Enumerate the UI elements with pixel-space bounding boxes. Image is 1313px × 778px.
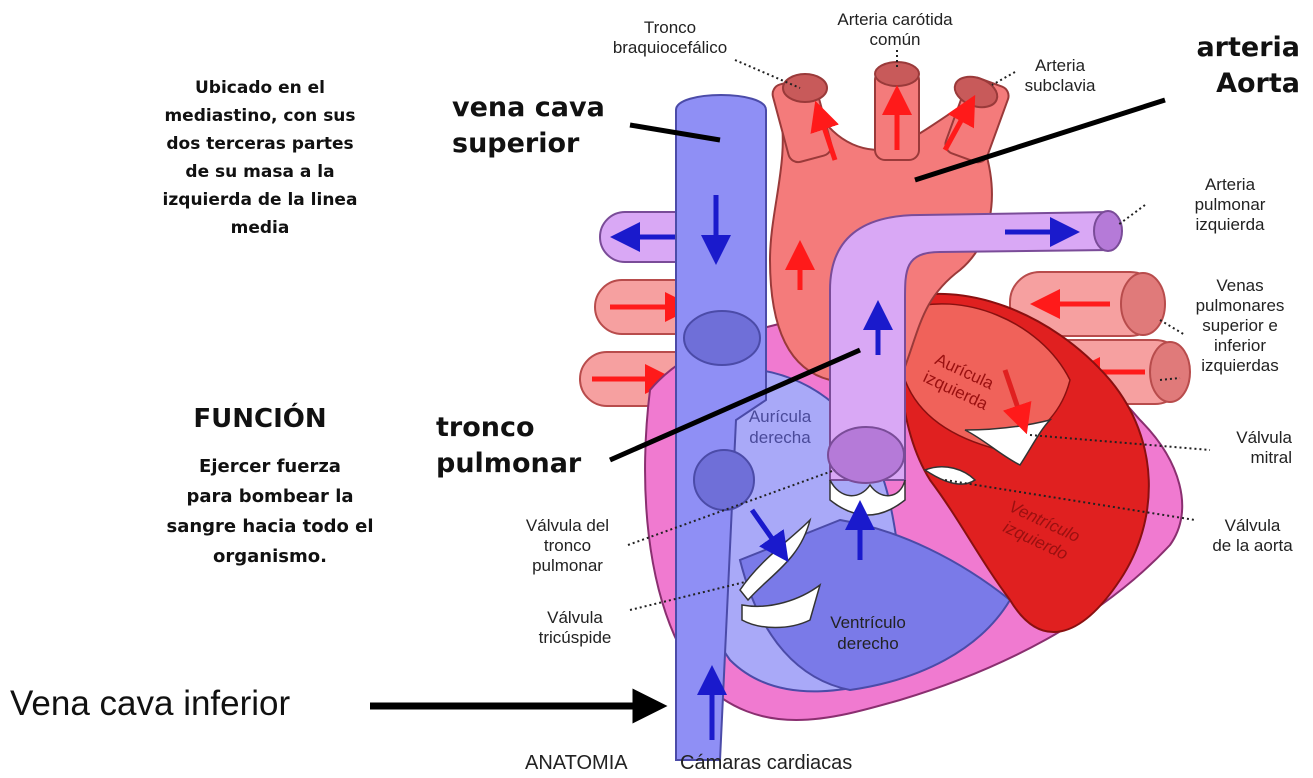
function-description: Ejercer fuerza para bombear la sangre ha… (120, 452, 420, 572)
label-arteria-subclavia: Arteria subclavia (1005, 56, 1115, 96)
label-valvula-tronco-pulmonar: Válvula del tronco pulmonar (505, 516, 630, 576)
caption-anatomia: ANATOMIA (525, 752, 628, 775)
label-tronco-pulmonar: tronco pulmonar (436, 410, 581, 482)
label-vena-cava-inferior: Vena cava inferior (10, 684, 290, 724)
label-valvula-tricuspide: Válvula tricúspide (520, 608, 630, 648)
label-tronco-braquiocefalico: Tronco braquiocefálico (595, 18, 745, 58)
label-arteria-carotida: Arteria carótida común (800, 10, 990, 50)
label-venas-pulmonares: Venas pulmonares superior e inferior izq… (1170, 276, 1310, 376)
caption-camaras: Cámaras cardiacas (680, 752, 852, 775)
label-ventriculo-derecho: Ventrículo derecho (808, 612, 928, 654)
location-description: Ubicado en el mediastino, con sus dos te… (120, 74, 400, 242)
label-arteria-pulmonar-izquierda: Arteria pulmonar izquierda (1160, 175, 1300, 235)
label-arteria-aorta: arteria Aorta (1160, 30, 1300, 102)
label-auricula-derecha: Aurícula derecha (730, 406, 830, 448)
label-vena-cava-superior: vena cava superior (452, 90, 605, 162)
label-valvula-aorta: Válvula de la aorta (1195, 516, 1310, 556)
function-title: FUNCIÓN (180, 404, 340, 434)
label-valvula-mitral: Válvula mitral (1180, 428, 1292, 468)
